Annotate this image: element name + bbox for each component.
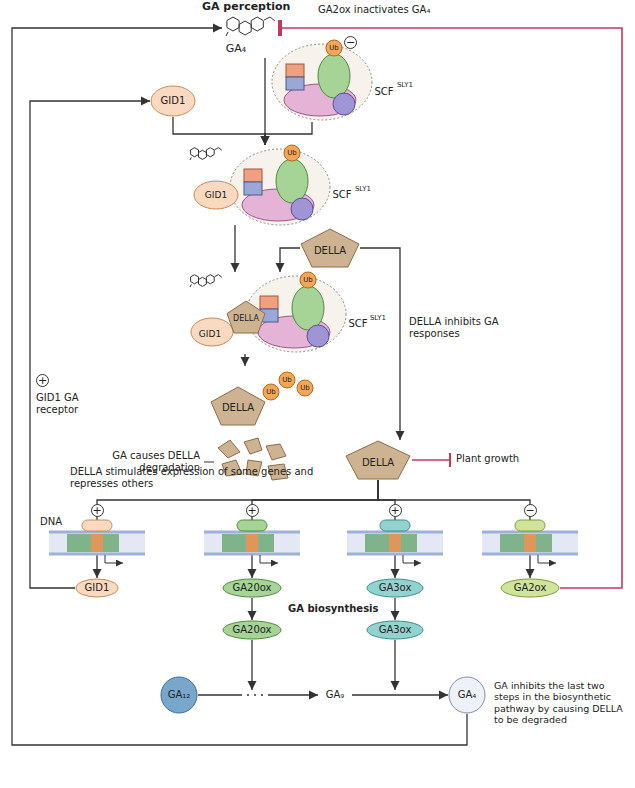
edge-label: DELLA inhibits GA responses (408, 315, 510, 341)
arrow-connector (252, 480, 378, 578)
node-text: Ub (300, 385, 310, 392)
arrow-connector (352, 694, 448, 695)
node-text: SLY1 (397, 82, 413, 89)
arrow-connector (173, 117, 265, 145)
node-text: Ub (266, 389, 276, 396)
node-text: GA3ox (379, 625, 412, 635)
node-text: SLY1 (355, 186, 371, 193)
arrow-connector (394, 598, 395, 620)
node-text: GID1 (85, 583, 110, 593)
sign-symbol: + (91, 504, 104, 517)
node-shape (272, 40, 417, 122)
diagram-node: GA3ox (366, 578, 424, 598)
arrow-connector (360, 248, 400, 440)
sign-symbol: + (389, 504, 402, 517)
arrow-connector (265, 122, 312, 145)
node-text: Ub (329, 45, 339, 52)
sign-symbol: + (36, 374, 49, 387)
node-shape (205, 366, 320, 428)
diagram-node: GA20ox (222, 578, 282, 598)
arrow-connector (280, 248, 300, 272)
diagram-node: GID1 (75, 578, 119, 598)
diagram-node: GA₁₂ (160, 676, 198, 714)
node-text: DELLA (233, 315, 259, 323)
arrow-connector (12, 28, 467, 745)
arrow-connector (251, 598, 252, 620)
sign-symbol: − (344, 36, 357, 49)
node-text: GA₄ (226, 43, 246, 54)
node-text: GA20ox (232, 583, 271, 593)
node-text: GA20ox (232, 625, 271, 635)
node-text: SLY1 (370, 315, 386, 322)
node-shape (190, 272, 390, 354)
node-text: Ub (303, 277, 313, 284)
diagram-node: GID1 (150, 85, 196, 117)
arrow-connector (244, 354, 245, 366)
arrow-connector (30, 101, 150, 588)
note-label: GA2ox inactivates GA₄ (318, 4, 430, 16)
diagram-node: GA3ox (366, 620, 424, 640)
arrow-connector (378, 480, 530, 578)
node-text: Ub (287, 150, 297, 157)
node-text: GA2ox (514, 583, 547, 593)
note-label: GID1 GA receptor (36, 392, 96, 416)
arrow-connector (198, 694, 318, 695)
node-text: GID1 (205, 191, 227, 200)
diagram-title: GA perception (202, 0, 290, 13)
node-text: SCF (332, 190, 351, 200)
note-label: DNA (40, 516, 62, 528)
node-text: GID1 (199, 330, 221, 339)
node-text: GA₄ (458, 690, 477, 700)
diagram-node: GA20ox (222, 620, 282, 640)
node-text: SCF (374, 87, 393, 97)
arrow-connector (97, 480, 378, 578)
node-text: DELLA (222, 403, 254, 413)
node-text: GA₉ (326, 690, 345, 700)
sign-symbol: − (524, 504, 537, 517)
diagram-node: GID1 DELLA UbSCFSLY1 (190, 272, 390, 354)
node-text: DELLA (362, 458, 394, 468)
arrow-connector (234, 225, 235, 272)
node-text: SCF (348, 319, 367, 329)
diagram-node: DELLAUbUbUb (205, 366, 320, 428)
diagram-node: UbSCF SLY1 (272, 40, 417, 122)
diagram-node: DELLA (300, 228, 360, 268)
node-text: GID1 (161, 96, 186, 106)
arrow-connector (264, 58, 265, 145)
diagram-node: DELLA (345, 440, 411, 480)
note-label: DELLA stimulates expression of some gene… (70, 466, 340, 490)
note-label: Plant growth (456, 453, 519, 465)
diagram-node: GID1 UbSCF SLY1 (190, 145, 375, 225)
note-label: GA biosynthesis (288, 603, 379, 615)
diagram-node: GA2ox (500, 578, 560, 598)
diagram-node: GA₄ (222, 14, 280, 58)
diagram-node: GA₄ (448, 676, 486, 714)
node-text: GA₁₂ (168, 690, 191, 700)
node-text: DELLA (314, 246, 346, 256)
node-text: GA3ox (379, 583, 412, 593)
sign-symbol: + (246, 504, 259, 517)
node-text: Ub (282, 377, 292, 384)
node-shape (190, 145, 375, 225)
diagram-node: GA₉ (318, 686, 352, 704)
note-label: GA inhibits the last two steps in the bi… (494, 680, 630, 726)
